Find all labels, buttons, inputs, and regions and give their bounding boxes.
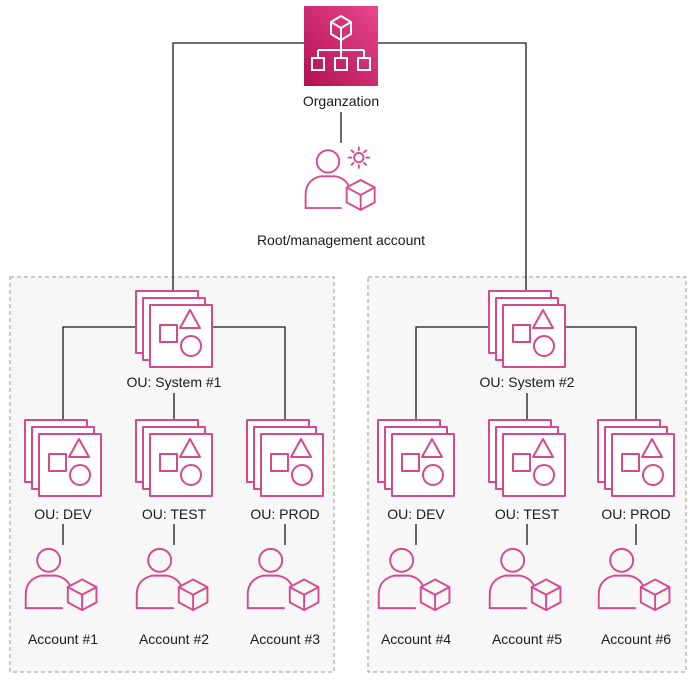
account-6-label: Account #6: [601, 631, 671, 647]
connector-system-1-dev: [62, 326, 136, 420]
system-2-label: OU: System #2: [480, 374, 575, 390]
connector-org-system-1: [172, 42, 304, 290]
management-account-icon: [304, 146, 376, 211]
organizational-unit-icon: [597, 419, 675, 497]
system-2-ou-prod-label: OU: PROD: [601, 506, 670, 522]
account-5-label: Account #5: [492, 631, 562, 647]
system-1-label: OU: System #1: [127, 374, 222, 390]
connector-org-system-2: [378, 42, 527, 290]
connector-system-2-prod: [565, 326, 637, 420]
connector-system-2-dev: [415, 326, 489, 420]
organizational-unit-icon: [24, 419, 102, 497]
account-3-label: Account #3: [250, 631, 320, 647]
organizational-unit-icon: [135, 419, 213, 497]
system-2-ou-dev-label: OU: DEV: [387, 506, 445, 522]
organizational-unit-icon: [488, 290, 566, 368]
account-4-label: Account #4: [381, 631, 451, 647]
account-1-label: Account #1: [28, 631, 98, 647]
root-account-label: Root/management account: [257, 232, 425, 248]
organizational-unit-icon: [246, 419, 324, 497]
system-1-ou-test-label: OU: TEST: [142, 506, 207, 522]
system-2-ou-test-label: OU: TEST: [495, 506, 560, 522]
organization-icon: [304, 6, 378, 86]
organizational-unit-icon: [377, 419, 455, 497]
organization-label: Organzation: [303, 93, 379, 109]
account-2-label: Account #2: [139, 631, 209, 647]
organizational-unit-icon: [135, 290, 213, 368]
system-1-ou-dev-label: OU: DEV: [34, 506, 92, 522]
system-1-ou-prod-label: OU: PROD: [250, 506, 319, 522]
connector-system-1-prod: [212, 326, 286, 420]
organizational-unit-icon: [488, 419, 566, 497]
